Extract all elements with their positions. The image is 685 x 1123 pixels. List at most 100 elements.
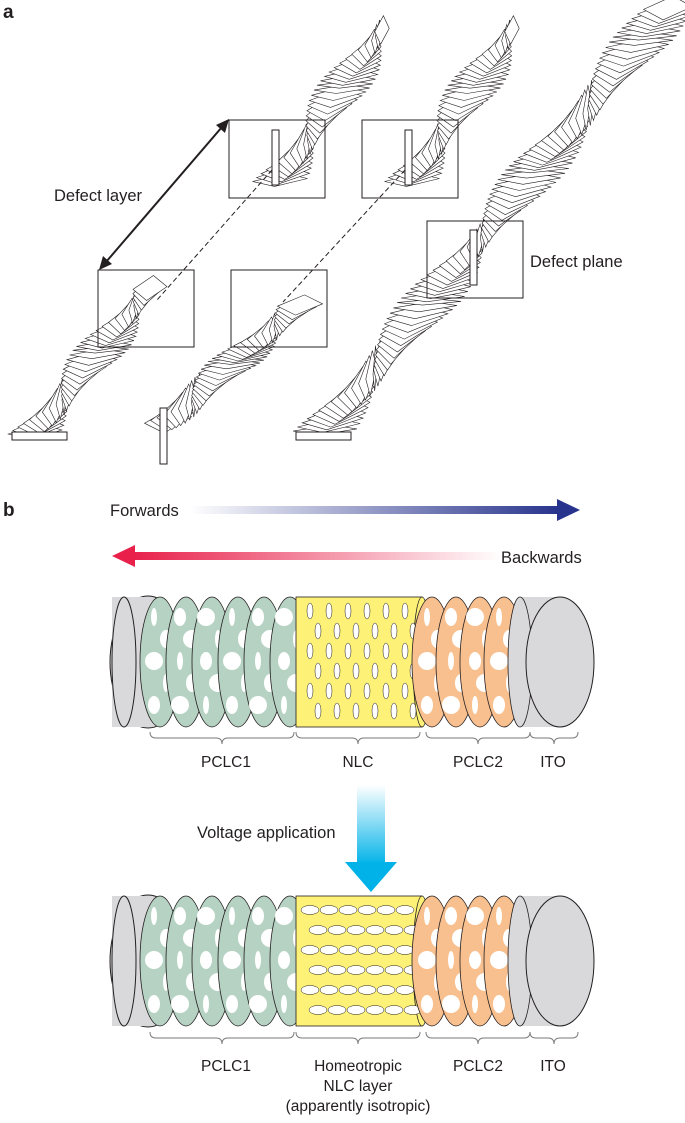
top-label-ito: ITO <box>540 754 566 771</box>
lc-molecule <box>255 951 261 969</box>
lc-molecule <box>496 907 502 925</box>
nlc-molecule <box>300 905 320 915</box>
nlc-molecule <box>308 965 328 975</box>
lc-molecule <box>275 608 293 626</box>
helix-top-right <box>384 15 520 187</box>
lc-molecule <box>151 608 157 626</box>
lc-molecule <box>223 652 241 670</box>
lc-molecule <box>424 608 430 626</box>
nlc-molecule <box>395 905 415 915</box>
nlc-molecule <box>338 945 358 955</box>
lc-molecule <box>145 951 163 969</box>
ito-left-face <box>111 895 137 1027</box>
nlc-molecule <box>395 985 415 995</box>
lc-molecule <box>177 652 183 670</box>
lc-molecule <box>281 696 287 714</box>
nlc-molecule <box>390 622 398 640</box>
dashed-connector-left <box>156 169 273 301</box>
defect-plate-top-center <box>271 129 280 186</box>
dashed-connector-right <box>282 169 406 303</box>
nlc-molecule <box>371 662 379 680</box>
lc-molecule <box>151 907 157 925</box>
nlc-molecule <box>346 1005 366 1015</box>
nlc-molecule <box>325 602 333 620</box>
nlc-molecule <box>384 925 404 935</box>
nlc-molecule <box>363 682 371 700</box>
lc-molecule <box>229 608 235 626</box>
lc-molecule <box>174 907 186 925</box>
lc-molecule <box>442 696 460 714</box>
bottom-label-pclc1: PCLC1 <box>201 1058 251 1075</box>
lc-molecule <box>421 995 433 1013</box>
nlc-molecule <box>308 925 328 935</box>
forwards-label: Forwards <box>110 502 179 520</box>
defect-box-bottom-center <box>230 269 328 348</box>
nlc-molecule <box>325 682 333 700</box>
lc-molecule <box>472 995 478 1013</box>
helix-plate <box>642 0 685 21</box>
lc-molecule <box>229 907 235 925</box>
end-plate-bottom-left <box>11 431 68 441</box>
nlc-molecule <box>365 965 385 975</box>
nlc-molecule <box>344 642 352 660</box>
ito-left-face <box>111 596 137 728</box>
helix-top-center <box>252 15 390 187</box>
lc-molecule <box>255 652 261 670</box>
helix-bottom-center <box>143 294 324 433</box>
lc-molecule <box>249 696 267 714</box>
lc-molecule <box>278 652 290 670</box>
top-braces <box>149 731 579 745</box>
lc-molecule <box>200 951 212 969</box>
lc-molecule <box>148 696 160 714</box>
voltage-application-label: Voltage application <box>197 824 336 842</box>
lc-molecule <box>418 652 436 670</box>
nlc-molecule <box>300 985 320 995</box>
defect-plate-plane <box>469 229 478 286</box>
nlc-molecule <box>371 622 379 640</box>
end-plate-bottom-center <box>159 407 168 465</box>
defect-plane-label: Defect plane <box>530 253 623 271</box>
lc-molecule <box>469 951 481 969</box>
lc-molecule <box>493 696 505 714</box>
lc-molecule <box>448 652 454 670</box>
ito-right-face <box>525 895 595 1027</box>
nlc-molecule <box>365 1005 385 1015</box>
lc-molecule <box>281 995 287 1013</box>
lc-molecule <box>421 696 433 714</box>
bottom-label-ito: ITO <box>540 1058 566 1075</box>
nlc-molecule <box>333 622 341 640</box>
lc-molecule <box>418 951 436 969</box>
nlc-molecule <box>306 642 314 660</box>
nlc-molecule <box>300 945 320 955</box>
nlc-molecule <box>376 905 396 915</box>
lc-molecule <box>466 608 484 626</box>
lc-molecule <box>223 951 241 969</box>
bottom-label-apparently-isotropic: (apparently isotropic) <box>286 1098 431 1115</box>
nlc-molecule <box>346 925 366 935</box>
nlc-molecule <box>319 905 339 915</box>
nlc-body <box>295 895 423 1027</box>
lc-molecule <box>249 995 267 1013</box>
nlc-molecule <box>357 985 377 995</box>
nlc-molecule <box>333 662 341 680</box>
lc-molecule <box>278 951 290 969</box>
lc-molecule <box>174 608 186 626</box>
helix-plate <box>504 15 520 45</box>
lc-molecule <box>252 608 264 626</box>
lc-molecule <box>171 995 189 1013</box>
nlc-molecule <box>352 622 360 640</box>
nlc-molecule <box>371 702 379 720</box>
defect-layer-label: Defect layer <box>54 187 143 205</box>
nlc-molecule <box>384 965 404 975</box>
lc-molecule <box>197 608 215 626</box>
lc-molecule <box>448 951 454 969</box>
lc-cell-after <box>109 894 595 1028</box>
helix-plate <box>132 275 168 301</box>
nlc-molecule <box>376 985 396 995</box>
nlc-molecule <box>314 622 322 640</box>
lc-molecule <box>472 696 478 714</box>
lc-molecule <box>424 907 430 925</box>
nlc-molecule <box>314 662 322 680</box>
nlc-molecule <box>357 945 377 955</box>
nlc-molecule <box>401 642 409 660</box>
